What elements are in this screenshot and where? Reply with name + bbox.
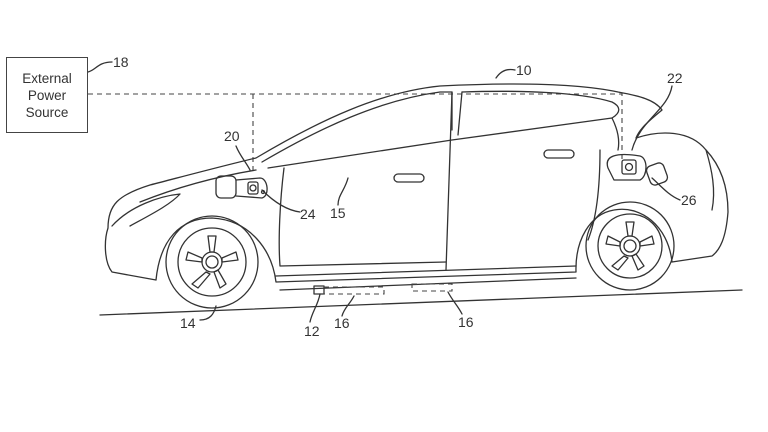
charging-module-12 (313, 285, 325, 295)
leader-22 (631, 85, 673, 151)
hood-line (139, 169, 257, 203)
taillight (705, 149, 715, 211)
ref-16-front: 16 (334, 315, 350, 331)
rear-wheel (585, 201, 675, 291)
box-line-3: Source (25, 104, 69, 120)
ref-22: 22 (667, 70, 683, 86)
box-line-1: External (22, 70, 72, 86)
ref-14: 14 (180, 315, 196, 331)
front-wheel (165, 215, 259, 309)
headlight (111, 193, 181, 227)
ref-26: 26 (681, 192, 697, 208)
ref-18: 18 (113, 54, 129, 70)
leader-15 (337, 177, 349, 206)
ref-24: 24 (300, 206, 316, 222)
leader-12 (309, 293, 321, 323)
ref-15: 15 (330, 205, 346, 221)
door-handle-front (393, 173, 425, 183)
box-line-2: Power (27, 87, 67, 103)
charging-pad-16-rear (411, 283, 453, 292)
ref-20: 20 (224, 128, 240, 144)
b-pillar (445, 91, 463, 271)
rear-door-edge (587, 149, 601, 241)
window-line (267, 117, 620, 169)
external-power-source-box: External Power Source (6, 57, 88, 133)
door-handle-rear (543, 149, 575, 159)
charging-pad-16-front (323, 286, 385, 295)
ref-16-rear: 16 (458, 314, 474, 330)
front-charge-port[interactable] (215, 175, 268, 199)
ground-line (99, 289, 743, 316)
leader-10 (495, 68, 516, 79)
ref-10: 10 (516, 62, 532, 78)
leader-26 (651, 177, 681, 201)
ref-12: 12 (304, 323, 320, 339)
windshield (261, 91, 453, 163)
leader-20 (235, 145, 251, 171)
front-door (278, 167, 447, 267)
rear-charge-port[interactable] (606, 153, 669, 187)
car-body-outline (104, 83, 729, 283)
rear-window (461, 90, 620, 119)
power-connection-line (88, 93, 623, 160)
leader-16b (447, 291, 463, 315)
leader-18 (87, 61, 113, 73)
rocker-panel (275, 265, 577, 291)
